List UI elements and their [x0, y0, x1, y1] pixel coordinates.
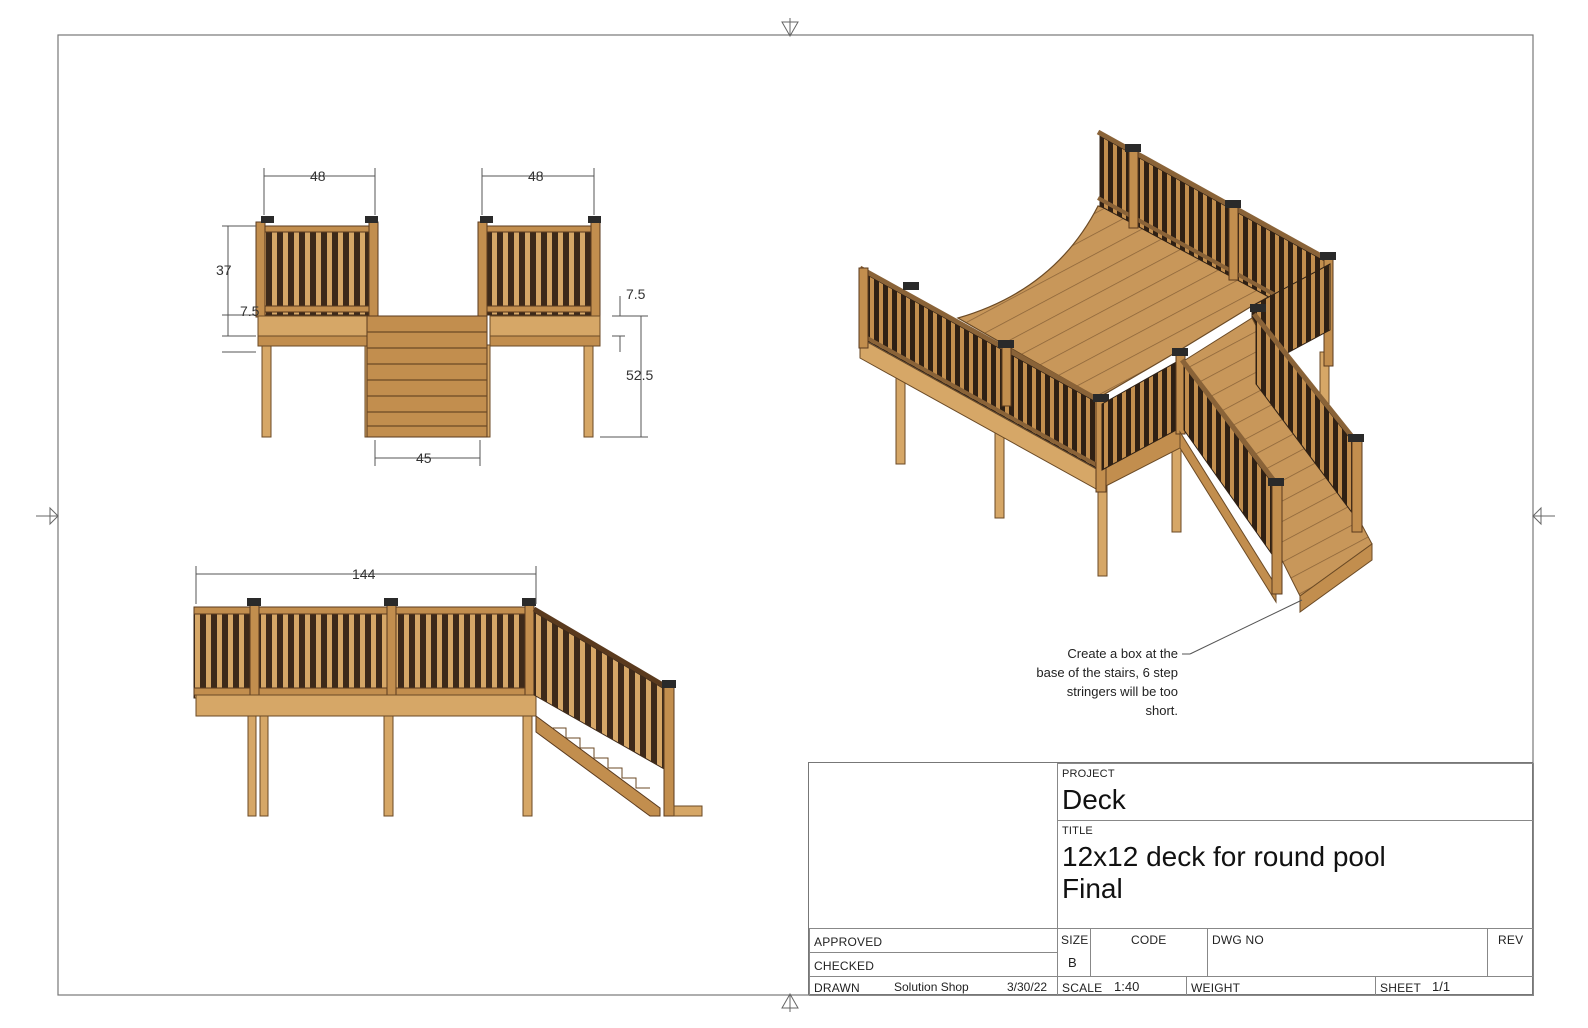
center-markers: [36, 18, 1555, 1012]
iso-note-line-1: Create a box at the: [1067, 646, 1178, 661]
dim-right-width: 48: [528, 168, 544, 184]
drawing-title-line-2: Final: [1062, 873, 1123, 904]
dwg-no-cell: DWG NO: [1207, 928, 1488, 977]
approved-label: APPROVED: [814, 935, 883, 949]
dwg-no-label: DWG NO: [1212, 933, 1264, 947]
dim-beam-left: 7.5: [240, 303, 260, 319]
dim-beam-right: 7.5: [626, 286, 646, 302]
project-label: PROJECT: [1062, 768, 1115, 780]
front-view: 48 48 37 7.5 7.5 52.5 45: [216, 168, 653, 466]
scale-value: 1:40: [1114, 979, 1140, 994]
drawing-title-line-1: 12x12 deck for round pool: [1062, 841, 1386, 872]
project-name: Deck: [1062, 784, 1126, 815]
drawn-date: 3/30/22: [1007, 980, 1048, 994]
weight-label: WEIGHT: [1191, 981, 1241, 995]
title-cell: TITLE 12x12 deck for round pool Final: [1057, 820, 1534, 929]
dim-left-width: 48: [310, 168, 326, 184]
dim-stair-width: 45: [416, 450, 432, 466]
title-label: TITLE: [1062, 825, 1093, 837]
code-label: CODE: [1131, 933, 1167, 947]
dim-deck-height: 52.5: [626, 367, 653, 383]
approved-cell: APPROVED: [809, 928, 1058, 953]
rev-cell: REV: [1487, 928, 1534, 977]
title-block: PROJECT Deck TITLE 12x12 deck for round …: [808, 762, 1534, 996]
sheet-value: 1/1: [1432, 979, 1451, 994]
size-label: SIZE: [1061, 933, 1089, 947]
weight-cell: WEIGHT: [1186, 976, 1376, 996]
dim-rail-height: 37: [216, 262, 232, 278]
scale-cell: SCALE 1:40: [1057, 976, 1187, 996]
sheet-border: [57, 34, 1534, 996]
isometric-view: Create a box at the base of the stairs, …: [858, 129, 1373, 718]
size-cell: SIZE B: [1057, 928, 1091, 977]
iso-note-line-2: base of the stairs, 6 step: [1036, 665, 1178, 680]
scale-label: SCALE: [1062, 981, 1103, 995]
side-view: 144: [193, 566, 703, 817]
drawn-by: Solution Shop: [894, 980, 969, 994]
iso-note-line-3: stringers will be too: [1067, 684, 1178, 699]
note-leader: [1189, 599, 1303, 655]
dim-side-length: 144: [352, 566, 376, 582]
checked-label: CHECKED: [814, 959, 875, 973]
project-cell: PROJECT Deck: [1057, 763, 1534, 821]
size-value: B: [1068, 955, 1077, 970]
code-cell: CODE: [1090, 928, 1208, 977]
rev-label: REV: [1498, 933, 1524, 947]
sheet-cell: SHEET 1/1: [1375, 976, 1534, 996]
drawn-label: DRAWN: [814, 981, 860, 995]
sheet-label: SHEET: [1380, 981, 1422, 995]
iso-note-line-4: short.: [1145, 703, 1178, 718]
checked-cell: CHECKED: [809, 952, 1058, 977]
drawn-cell: DRAWN Solution Shop 3/30/22: [809, 976, 1058, 996]
